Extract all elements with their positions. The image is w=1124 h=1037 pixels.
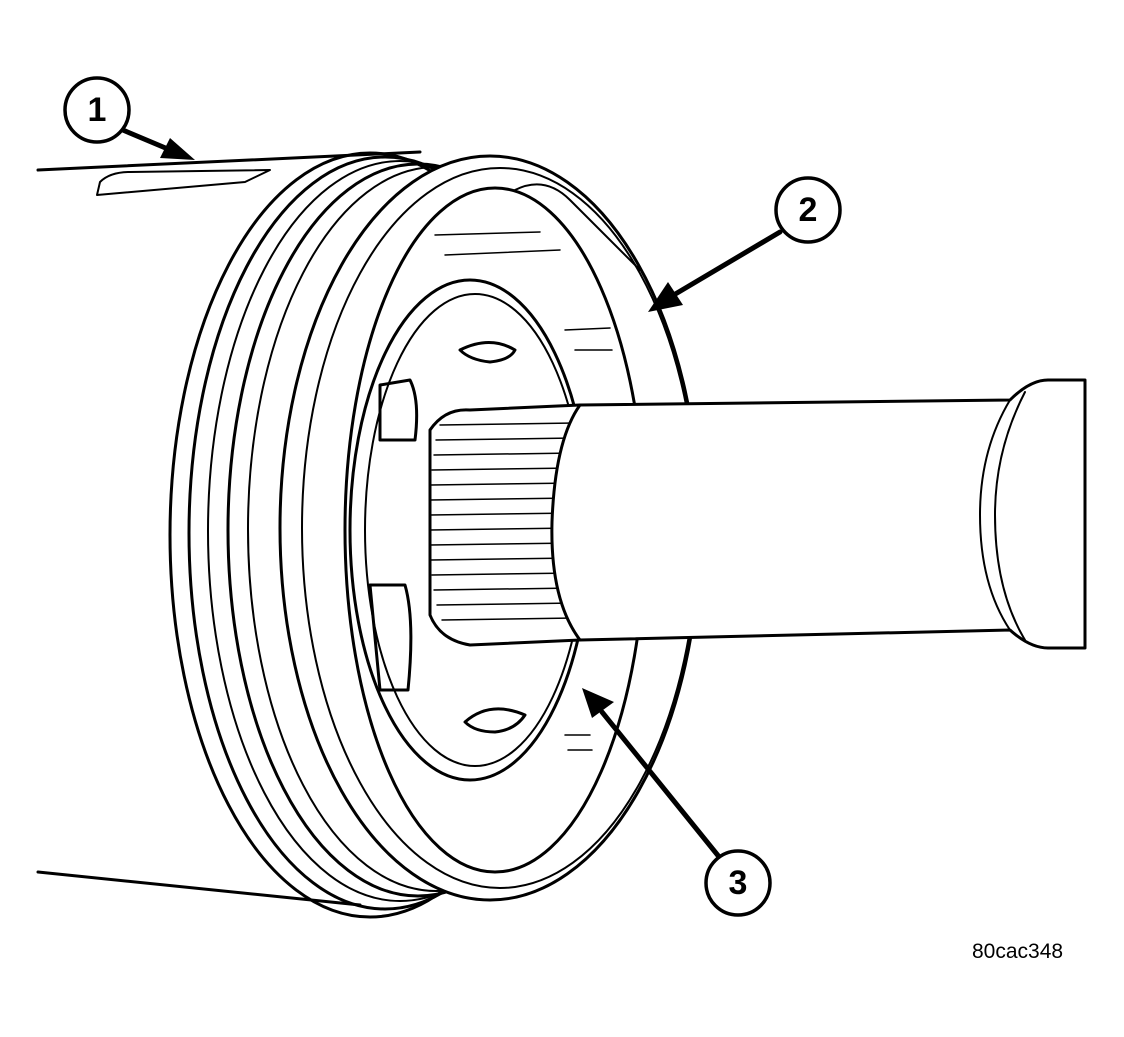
callout-3-label: 3 [729,864,748,902]
figure-id: 80cac348 [972,940,1064,963]
axle-shaft [550,378,1087,650]
splined-shaft [428,403,582,647]
callout-3: 3 [582,688,772,917]
callout-1-label: 1 [88,91,107,129]
callout-1: 1 [63,76,195,160]
callout-2-label: 2 [799,191,818,229]
callout-2: 2 [648,176,842,312]
